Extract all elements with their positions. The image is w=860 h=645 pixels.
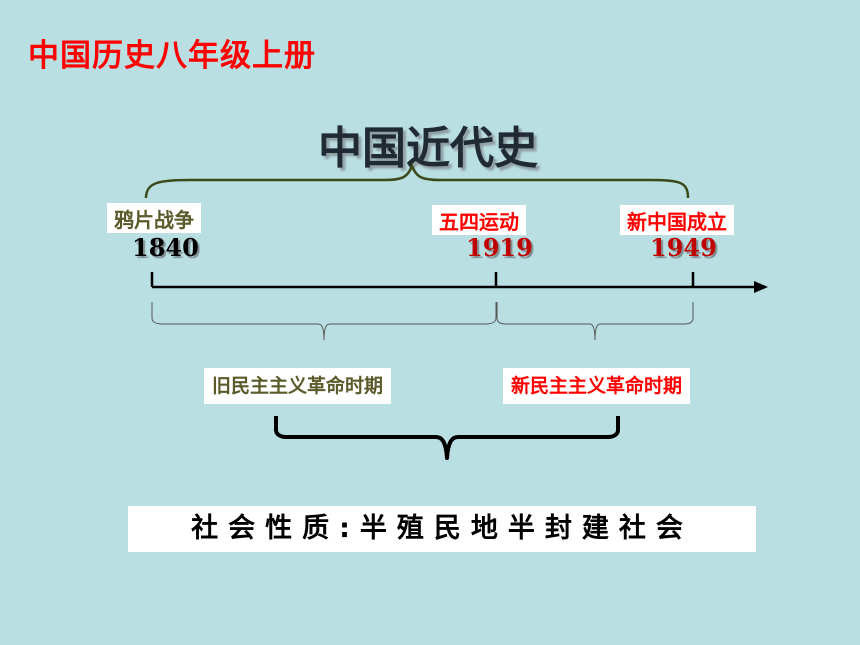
society-nature-box: 社会性质:半殖民地半封建社会 — [128, 506, 756, 552]
timeline-arrow-icon — [754, 281, 768, 293]
year-1949: 1949 — [650, 233, 717, 262]
brace-new-democratic — [496, 302, 694, 341]
event-label-opium-war: 鸦片战争 — [107, 203, 201, 233]
event-label-prc-founded: 新中国成立 — [620, 205, 734, 235]
brace-old-democratic — [151, 302, 497, 341]
book-title: 中国历史八年级上册 — [28, 38, 316, 74]
event-label-may-fourth: 五四运动 — [432, 205, 526, 235]
period-label-new-democratic: 新民主主义革命时期 — [503, 368, 691, 404]
top-brace — [144, 162, 690, 199]
main-title: 中国近代史 — [318, 123, 538, 174]
year-1919: 1919 — [466, 233, 533, 262]
bottom-brace — [274, 416, 620, 460]
year-1840: 1840 — [132, 233, 199, 262]
period-label-old-democratic: 旧民主主义革命时期 — [204, 368, 392, 404]
